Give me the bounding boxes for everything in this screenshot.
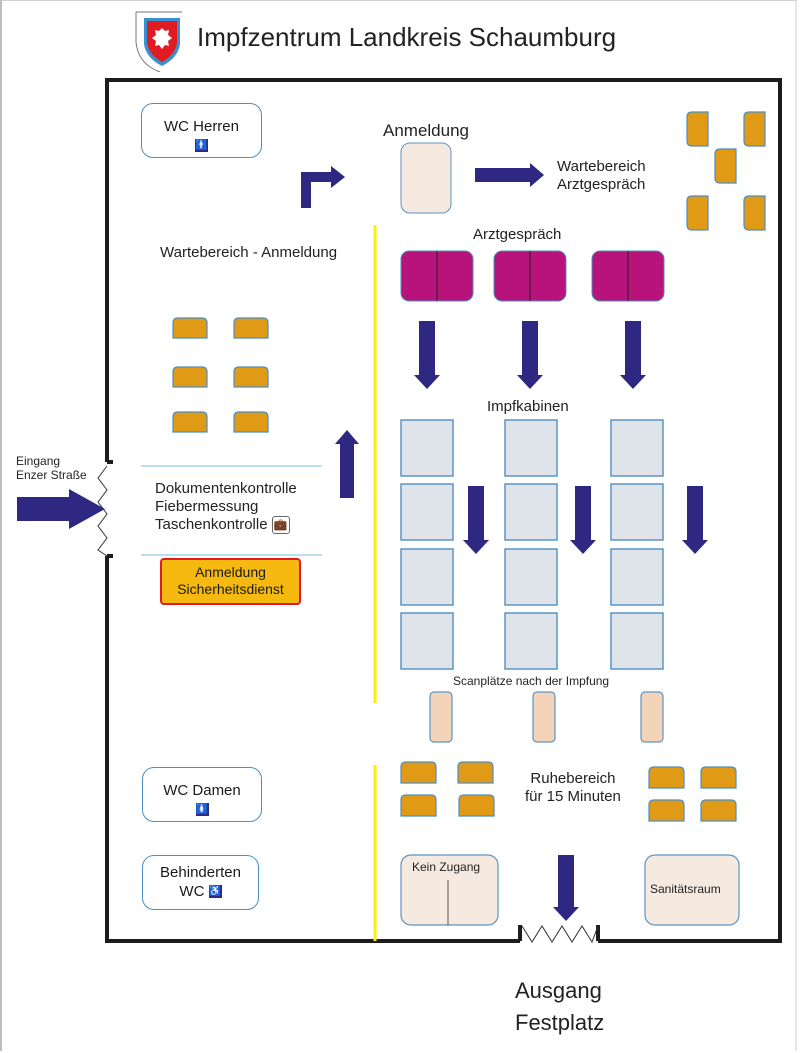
vaccination-booth [504,419,558,477]
page-title: Impfzentrum Landkreis Schaumburg [197,22,617,52]
checkpoint-line3: Taschenkontrolle [155,516,268,533]
arrow-right-icon [17,489,105,529]
wc-women-label: WC Damen [163,782,241,799]
entrance-label-line1: Eingang [16,454,61,468]
vaccination-booth [610,483,664,541]
registration-desk [400,142,452,214]
first-aid-room [644,854,740,926]
checkpoint-line2: Fiebermessung [155,498,259,515]
chair [172,411,208,433]
vaccination-booth [400,419,454,477]
wc-accessible-line2: WC [179,882,205,900]
chair [400,761,437,784]
checkpoint-label: Dokumentenkontrolle Fiebermessung Tasche… [155,480,297,535]
arrow-right-icon [475,163,544,187]
vaccination-booth [400,548,454,606]
waiting-doctor-line1: Wartebereich [557,158,646,175]
male-restroom-icon: 🚹 [195,139,208,153]
entrance-door[interactable] [97,465,108,557]
chair [172,317,208,339]
wc-accessible[interactable]: Behinderten WC ♿ [142,855,259,910]
arrow-turn-right-icon [301,166,345,208]
chair [743,195,766,231]
entrance-label-line2: Enzer Straße [16,468,87,483]
vaccination-booth [400,612,454,670]
chair [743,111,766,147]
wc-men[interactable]: WC Herren 🚹 [141,103,262,158]
wheelchair-icon: ♿ [208,885,222,899]
vaccination-booth [610,419,664,477]
arrow-down-icon [553,855,579,921]
vaccination-booth [610,612,664,670]
exit-label-line2: Festplatz [515,1009,605,1035]
vaccination-booth [504,612,558,670]
no-access-room [400,854,499,926]
chair [233,411,269,433]
waiting-registration-label: Wartebereich - Anmeldung [160,244,338,261]
arrow-down-icon [414,321,440,389]
waiting-doctor-line2: Arztgespräch [557,176,646,193]
security-line2: Sicherheitsdienst [177,580,284,597]
arrow-down-icon [463,486,489,554]
vaccination-booth [610,548,664,606]
chair [686,195,709,231]
scan-station [429,691,453,743]
vaccination-booths-label: Impfkabinen [487,398,569,415]
arrow-up-icon [335,430,359,498]
scan-stations-label: Scanplätze nach der Impfung [453,674,610,688]
building-walls [105,78,782,943]
chair [700,766,737,789]
vaccination-booth [504,483,558,541]
chair [400,794,437,817]
scan-station [640,691,664,743]
chair [686,111,709,147]
chair [714,148,737,184]
chair [700,799,737,822]
first-aid-label: Sanitätsraum [650,882,721,896]
waiting-doctor-label: Wartebereich Arztgespräch [557,158,646,194]
security-line1: Anmeldung [195,564,266,580]
registration-label: Anmeldung [383,121,470,140]
exit-label: Ausgang Festplatz [515,975,604,1039]
checkpoint-line1: Dokumentenkontrolle [155,480,297,497]
arrow-down-icon [570,486,596,554]
exit-label-line1: Ausgang [515,978,602,1003]
no-access-label: Kein Zugang [412,860,481,874]
rest-area-label: Ruhebereich für 15 Minuten [525,770,621,806]
vaccination-booth [504,548,558,606]
entrance-label: Eingang Enzer Straße [16,454,87,483]
chair [457,761,494,784]
scan-station [532,691,556,743]
chair [233,366,269,388]
coat-of-arms-icon [135,11,182,72]
female-restroom-icon: 🚺 [195,803,209,817]
exit-door[interactable] [521,925,599,944]
chair [648,766,685,789]
briefcase-icon: 💼 [271,516,290,535]
wc-men-label: WC Herren [163,118,239,135]
arrow-down-icon [682,486,708,554]
chair [233,317,269,339]
arrow-down-icon [517,321,543,389]
rest-area-line1: Ruhebereich [530,770,616,787]
arrow-down-icon [620,321,646,389]
wc-women[interactable]: WC Damen 🚺 [142,767,262,822]
wc-accessible-line1: Behinderten [160,864,241,881]
chair [458,794,495,817]
rest-area-line2: für 15 Minuten [525,788,621,805]
chair [172,366,208,388]
chair [648,799,685,822]
doctor-consult-label: Arztgespräch [473,226,562,243]
security-registration[interactable]: Anmeldung Sicherheitsdienst [160,558,301,605]
vaccination-booth [400,483,454,541]
